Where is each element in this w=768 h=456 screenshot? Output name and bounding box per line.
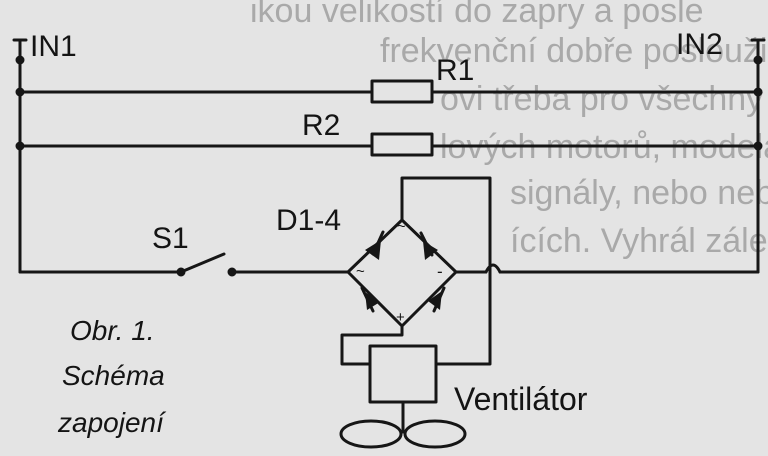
bridge-minus-label: - [437,262,443,281]
switch-branch [18,263,760,274]
bridge-plus-label: + [396,309,405,326]
in2-label: IN2 [676,28,723,61]
in1-terminal [12,38,28,274]
diode-3 [360,286,380,313]
fan-label: Ventilátor [454,381,588,417]
motor-feed-wire [340,324,404,366]
motor-return-wire [400,176,492,366]
bg-text-line-1: ikou velikostí do zapry a posle [250,0,704,30]
bg-text-line-5: signály, nebo nebo v ve zarcez [510,174,768,212]
switch-s1 [176,252,237,277]
in2-terminal [750,38,766,274]
background-page-text: ikou velikostí do zapry a posle frekvenč… [250,0,768,260]
bg-text-line-3: ovi třeba pro všechny chody kro [440,80,768,118]
fan-motor [368,344,438,404]
in1-label: IN1 [30,30,77,63]
bg-text-line-6: ících. Vyhrál záleží na jeho nabití [510,222,768,260]
bg-text-line-2: frekvenční dobře posloužil [380,32,768,70]
s1-label: S1 [152,222,189,255]
diode-2 [419,231,438,260]
caption-line-2: Schéma [62,360,165,391]
d1-4-label: D1-4 [276,204,341,237]
fan-propeller [339,419,467,449]
diode-1 [365,230,385,260]
bridge-tilde-left-label: ~ [356,263,365,280]
resistor-r1 [370,79,434,104]
r2-label: R2 [302,109,340,142]
diode-4 [428,286,446,313]
r1-label: R1 [436,54,474,87]
caption-line-1: Obr. 1. [70,315,155,346]
caption-line-3: zapojení [57,407,167,438]
resistor-r2 [370,132,434,157]
bridge-tilde-top-label: ~ [397,218,406,235]
